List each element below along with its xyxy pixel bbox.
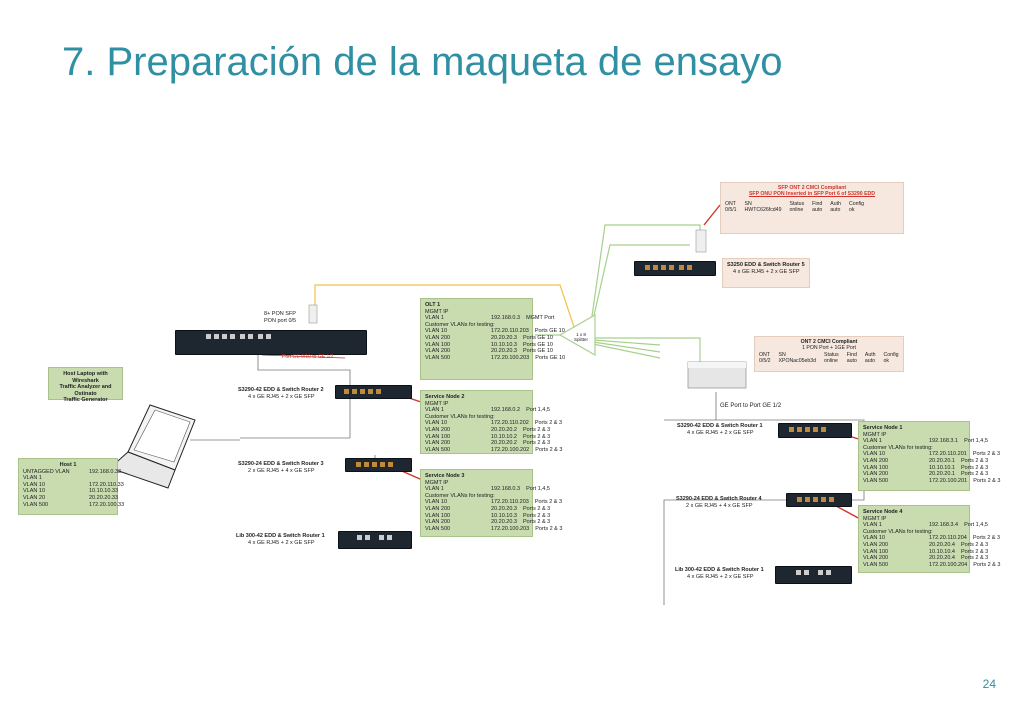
- slide-title: 7. Preparación de la maqueta de ensayo: [62, 40, 783, 84]
- sfp-ont-module-icon: [695, 229, 707, 253]
- switch-router-5: [634, 261, 716, 276]
- left-switch-router-1: [338, 531, 412, 549]
- olt-device: [175, 330, 367, 355]
- page-number: 24: [982, 677, 996, 691]
- ont2-box: ONT 2 CMCI Compliant 1 PON Port + 1GE Po…: [754, 336, 904, 372]
- fiber-6: [592, 343, 661, 359]
- copper-olt-router2: [257, 355, 351, 438]
- right-switch-router-1: [778, 423, 852, 438]
- right-lib-router-1: [775, 566, 852, 584]
- fiber-to-sfp-ont: [589, 224, 701, 331]
- fiber-olt-splitter: [314, 284, 576, 331]
- ont2-device-icon: [687, 361, 747, 389]
- laptop-icon: [109, 404, 196, 489]
- fiber-to-ont2: [593, 337, 701, 362]
- left-switch-router-2: [335, 385, 412, 399]
- ge-port-label: GE Port to Port GE 1/2: [720, 403, 782, 409]
- red-link-port: [261, 354, 346, 359]
- port-label: Port GE 0/10 to GE 1/2: [282, 354, 334, 360]
- fiber-4: [592, 339, 661, 346]
- arrow-sfp-ont: [703, 204, 721, 226]
- pon-sfp-module-icon: [308, 304, 318, 324]
- fiber-5: [592, 341, 661, 353]
- right-switch-router-4: [786, 493, 852, 507]
- sfp-ont-box: SFP ONT 2 CMCI Compliant SFP ONU PON Ins…: [720, 182, 904, 234]
- fiber-to-router5: [589, 244, 690, 334]
- left-switch-router-3: [345, 458, 412, 472]
- splitter-shape: [558, 313, 596, 357]
